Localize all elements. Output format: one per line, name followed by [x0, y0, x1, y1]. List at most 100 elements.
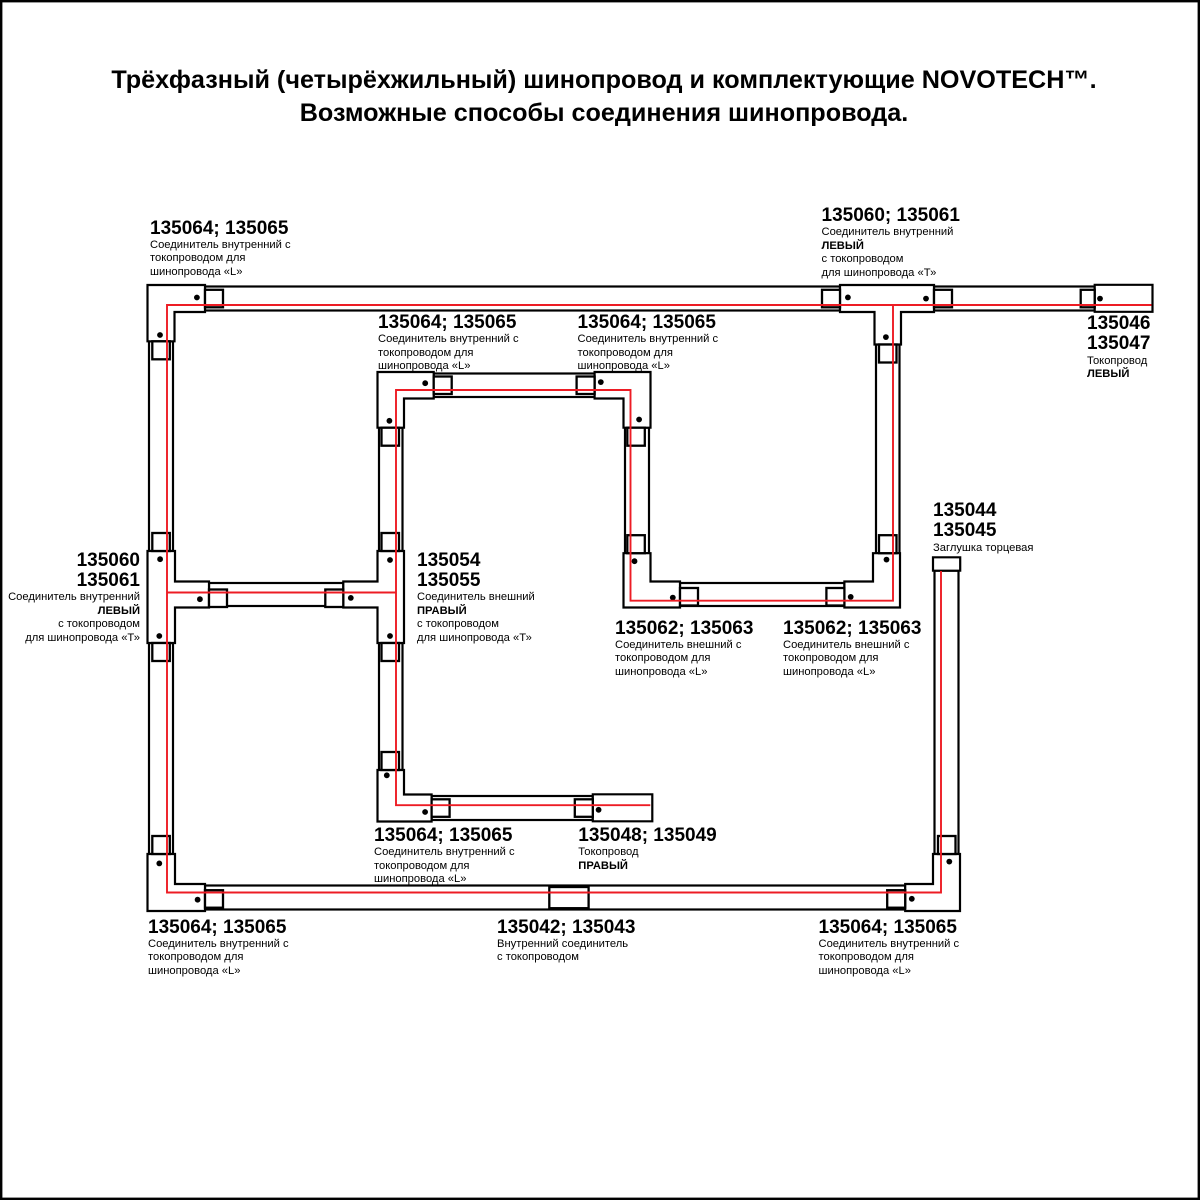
joint-dot [157, 332, 163, 338]
joint-dot [923, 295, 929, 302]
joint-dot [631, 558, 638, 565]
joint-dot [883, 334, 889, 340]
label-tee-left-line: Соединитель внутренний [8, 591, 140, 604]
joint-dot [194, 896, 201, 903]
label-feed-bottom-right-line: 135048; 135049 [578, 825, 717, 847]
label-tee-inner-left-line: для шинопровода «Т» [417, 631, 532, 644]
label-end-cap-line: Заглушка торцевая [933, 541, 1034, 554]
label-corner-inner-bottom-left-line: Соединитель внутренний с [374, 846, 515, 859]
joint-box [932, 288, 954, 309]
joint-box [380, 750, 401, 772]
piece-corner-outer-bottom-left [146, 852, 207, 913]
track-right-run [933, 569, 960, 856]
label-tee-left-line: 135060 [76, 550, 140, 571]
label-corner-inner-bottom-left-line: 135064; 135065 [374, 825, 513, 847]
label-straight-connector-bottom-line: 135042; 135043 [497, 916, 636, 938]
label-connector-bottom-right-line: 135064; 135065 [818, 916, 957, 938]
track-middle-run [678, 581, 846, 608]
label-connector-bottom-right-line: Соединитель внутренний с [818, 938, 960, 950]
piece-corner-inner-top-left [376, 370, 435, 429]
label-connector-top-left-line: Соединитель внутренний с [150, 238, 291, 251]
label-straight-connector-bottom-line: с токопроводом [497, 951, 579, 964]
track-inner-top-run [432, 372, 596, 399]
joint-dot [669, 594, 676, 601]
label-tee-inner-left-line: 135055 [417, 570, 481, 592]
joint-box [151, 531, 171, 553]
joint-dot [595, 806, 602, 813]
joint-box [380, 531, 401, 553]
joint-dot [387, 633, 393, 639]
label-end-cap-line: 135045 [933, 520, 997, 542]
joint-box [626, 426, 646, 447]
label-corner-inner-bottom-left-line: шинопровода «L» [374, 873, 467, 886]
piece-corner-middle-right [843, 552, 902, 609]
joint-box [678, 586, 700, 607]
label-connector-top-left-line: 135064; 135065 [150, 217, 289, 239]
joint-box [324, 588, 345, 609]
joint-box [151, 834, 171, 856]
joint-dot [1097, 295, 1103, 302]
label-tee-top-line: с токопроводом [821, 253, 904, 266]
joint-dot [157, 556, 164, 563]
joint-box [886, 889, 907, 909]
joint-dot [883, 556, 890, 563]
piece-end-cap [931, 556, 962, 572]
label-tee-inner-left-line: с токопроводом [417, 618, 499, 631]
label-tee-top-line: Соединитель внутренний [821, 226, 954, 239]
joint-box [430, 798, 451, 818]
joint-box [203, 288, 225, 309]
joint-box [207, 588, 229, 609]
joint-dot [156, 860, 163, 867]
joint-dot [347, 595, 354, 601]
joint-dot [597, 379, 604, 385]
label-tee-top-line: ЛЕВЫЙ [821, 239, 864, 252]
piece-corner-inner-bottom-left [376, 768, 433, 823]
label-connector-top-left-line: шинопровода «L» [150, 265, 243, 278]
label-tee-left-line: для шинопровода «Т» [25, 631, 140, 644]
joint-dot [383, 772, 390, 779]
label-connector-bottom-left-line: 135064; 135065 [148, 916, 287, 938]
label-corner-middle-left-line: 135062; 135063 [615, 617, 754, 639]
joint-dot [386, 417, 393, 424]
label-corner-middle-right-line: Соединитель внешний с [783, 638, 910, 651]
label-connector-inner-top-left-line: Соединитель внутренний с [378, 333, 519, 346]
joint-dot [422, 809, 428, 815]
joint-dot [387, 557, 393, 563]
track-left-run-upper [147, 340, 175, 553]
label-connector-bottom-left-line: Соединитель внутренний с [148, 938, 289, 950]
label-feed-bottom-right-line: ПРАВЫЙ [578, 859, 628, 872]
joint-box [380, 641, 401, 663]
label-tee-top-line: для шинопровода «Т» [821, 266, 937, 279]
piece-corner-outer-bottom-right [904, 852, 962, 913]
piece-corner-middle-left [622, 552, 682, 609]
label-tee-inner-left-line: 135054 [417, 550, 481, 571]
label-tee-left-line: с токопроводом [58, 618, 140, 631]
track-inner-bottom-run [430, 794, 594, 822]
label-connector-inner-top-right-line: шинопровода «L» [577, 360, 670, 373]
title-line-1: Трёхфазный (четырёхжильный) шинопровод и… [111, 65, 1097, 94]
label-connector-bottom-left-line: шинопровода «L» [148, 964, 241, 977]
label-feed-top-right-line: ЛЕВЫЙ [1087, 368, 1130, 380]
label-corner-middle-left-line: токопроводом для [615, 652, 711, 665]
straight-connector-box [548, 885, 590, 910]
joint-dot [845, 294, 851, 301]
track-top-run-right [932, 285, 1096, 312]
track-crossbar-run [207, 581, 345, 608]
joint-box [575, 375, 596, 396]
label-connector-top-left-line: токопроводом для [150, 252, 246, 265]
label-tee-inner-left-line: Соединитель внешний [417, 591, 535, 604]
joint-box [573, 798, 594, 818]
label-connector-inner-top-right-line: токопроводом для [577, 346, 673, 359]
track-tee-leg-run [874, 343, 901, 555]
label-feed-top-right-line: 135046 [1087, 313, 1151, 335]
